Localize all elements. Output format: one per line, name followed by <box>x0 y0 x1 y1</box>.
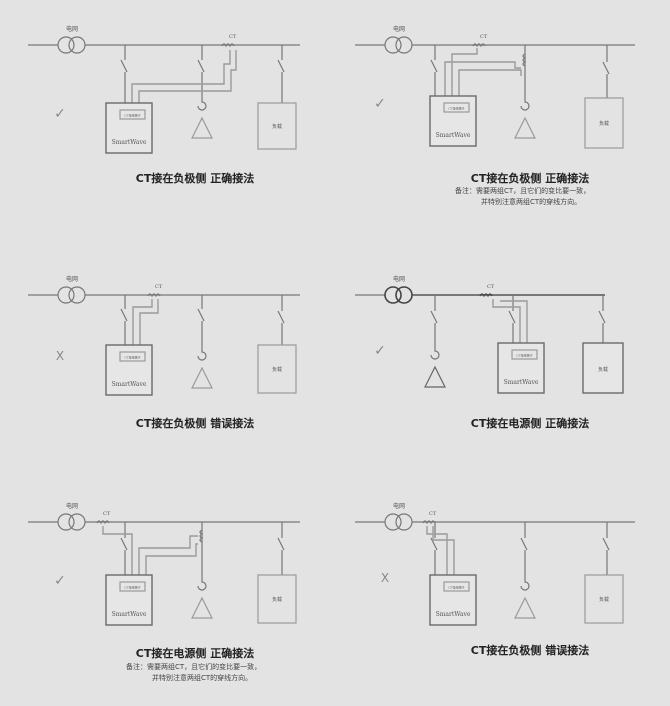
load-box <box>257 102 297 150</box>
load-label: 负载 <box>272 596 282 603</box>
panel-5-schematic: 电网 CT CT接线端子 SmartWave 负载 ✓ <box>28 502 300 626</box>
status-mark: ✓ <box>54 106 66 122</box>
device-screen <box>443 102 470 113</box>
panel-3-schematic: 电网 CT CT接线端子 SmartWave 负载 X <box>28 275 300 396</box>
panel-caption: CT接在负极侧 正确接法 <box>470 172 590 185</box>
device-screen <box>119 351 146 362</box>
device-screen <box>443 581 470 592</box>
status-mark: ✓ <box>54 573 66 589</box>
load-label: 负载 <box>598 366 608 373</box>
note-line: 并特别注意两组CT的穿线方向。 <box>481 198 582 206</box>
panel-4-schematic: 电网 CT CT接线端子 SmartWave 负载 ✓ <box>355 275 624 394</box>
grid-label: 电网 <box>66 275 78 283</box>
note-line: 备注：需要两组CT，且它们的变比要一致， <box>126 663 262 671</box>
diagram-panel-6: 电网 CT CT接线端子 SmartWave 负载 X CT接在负极侧 错误接法 <box>335 470 670 706</box>
note-line: 并特别注意两组CT的穿线方向。 <box>152 674 253 682</box>
load-box <box>584 574 624 624</box>
load-label: 负载 <box>272 366 282 373</box>
load-triangle <box>191 116 213 139</box>
grid-label: 电网 <box>393 25 405 33</box>
load-label: 负载 <box>599 596 609 603</box>
panel-caption: CT接在负极侧 正确接法 <box>135 172 255 185</box>
grid-label: 电网 <box>66 25 78 33</box>
device-brand-label: SmartWave <box>504 379 539 386</box>
diagram-panel-4: 电网 CT CT接线端子 SmartWave 负载 ✓ CT接在电源侧 正确接法 <box>335 235 670 470</box>
load-box <box>257 574 297 624</box>
device-screen-label: CT接线端子 <box>516 353 532 358</box>
device-brand-label: SmartWave <box>436 132 471 139</box>
device-brand-label: SmartWave <box>436 611 471 618</box>
load-triangle <box>191 596 213 619</box>
device-screen-label: CT接线端子 <box>124 113 140 118</box>
device-screen <box>119 109 146 120</box>
ct-label: CT <box>155 284 163 290</box>
diagram-panel-5: 电网 CT CT接线端子 SmartWave 负载 ✓ CT接在电源侧 正确接法 <box>0 470 335 706</box>
device-brand-label: SmartWave <box>112 139 147 146</box>
panel-note: 备注：需要两组CT，且它们的变比要一致， 并特别注意两组CT的穿线方向。 <box>126 662 261 684</box>
grid-label: 电网 <box>393 502 405 510</box>
smartwave-device <box>497 342 545 394</box>
grid-label: 电网 <box>66 502 78 510</box>
smartwave-device <box>105 344 153 396</box>
device-brand-label: SmartWave <box>112 611 147 618</box>
diagram-panel-1: 电网 CT CT接线端子 SmartWave 负载 ✓ CT接在负极侧 正确接法 <box>0 0 335 235</box>
ct-label: CT <box>487 284 495 290</box>
load-label: 负载 <box>599 120 609 127</box>
note-line: 备注：需要两组CT，且它们的变比要一致， <box>455 187 591 195</box>
device-screen-label: CT接线端子 <box>448 106 464 111</box>
device-screen-label: CT接线端子 <box>124 585 140 590</box>
load-box <box>582 342 624 394</box>
panel-caption: CT接在负极侧 错误接法 <box>135 417 255 430</box>
status-mark: X <box>381 571 389 585</box>
panel-1-schematic: 电网 CT CT接线端子 SmartWave 负载 ✓ <box>28 25 300 154</box>
panel-6-schematic: 电网 CT CT接线端子 SmartWave 负载 X <box>355 502 635 626</box>
ct-label: CT <box>480 34 488 40</box>
grid-label: 电网 <box>393 275 405 283</box>
load-triangle <box>424 365 446 388</box>
ct-label: CT <box>103 511 111 517</box>
device-screen-label: CT接线端子 <box>448 585 464 590</box>
status-mark: ✓ <box>374 343 386 359</box>
device-screen <box>511 349 538 360</box>
diagram-panel-3: 电网 CT CT接线端子 SmartWave 负载 X CT接在负极侧 错误接法 <box>0 235 335 470</box>
load-box <box>257 344 297 394</box>
ct-label: CT <box>429 511 437 517</box>
status-mark: X <box>56 349 64 363</box>
panel-caption: CT接在电源侧 正确接法 <box>135 647 255 660</box>
device-brand-label: SmartWave <box>112 381 147 388</box>
device-screen-label: CT接线端子 <box>124 355 140 360</box>
device-screen <box>119 581 146 592</box>
load-triangle <box>514 596 536 619</box>
load-triangle <box>191 366 213 389</box>
ct-label: CT <box>229 34 237 40</box>
smartwave-device <box>105 574 153 626</box>
load-triangle <box>514 116 536 139</box>
smartwave-device <box>429 95 477 147</box>
load-label: 负载 <box>272 123 282 130</box>
status-mark: ✓ <box>374 96 386 112</box>
panel-2-schematic: 电网 CT CT接线端子 SmartWave 负载 ✓ <box>355 25 635 149</box>
panel-caption: CT接在负极侧 错误接法 <box>470 644 590 657</box>
diagram-panel-2: 电网 CT CT接线端子 SmartWave 负载 ✓ CT接在负极侧 正确接法 <box>335 0 670 235</box>
panel-note: 备注：需要两组CT，且它们的变比要一致， 并特别注意两组CT的穿线方向。 <box>455 186 590 208</box>
panel-caption: CT接在电源侧 正确接法 <box>470 417 590 430</box>
smartwave-device <box>105 102 153 154</box>
smartwave-device <box>429 574 477 626</box>
load-box <box>584 97 624 149</box>
